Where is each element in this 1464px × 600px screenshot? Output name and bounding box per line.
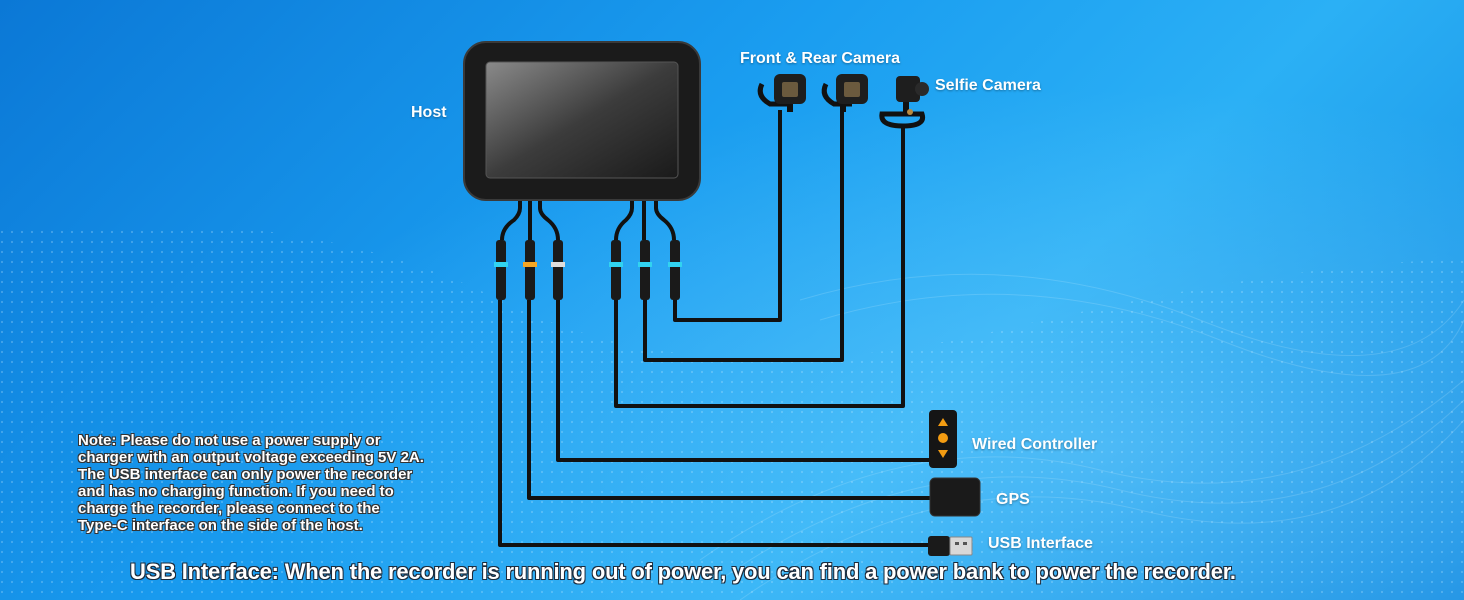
cable-rear (643, 110, 844, 362)
usb-interface-label: USB Interface (988, 535, 1093, 552)
note-line: and has no charging function. If you nee… (78, 483, 394, 500)
cable-controller-tail (538, 196, 560, 241)
cable-front (673, 110, 782, 322)
gps-module (929, 477, 981, 517)
cable-usb (498, 300, 930, 547)
power-note: Note: Please do not use a power supply o… (78, 432, 468, 534)
note-line: Type-C interface on the side of the host… (78, 517, 363, 534)
front-camera (757, 74, 806, 112)
connector-controller (551, 240, 565, 300)
cable-selfie (614, 128, 905, 408)
cable-usb-tail (500, 196, 522, 241)
note-line: charge the recorder, please connect to t… (78, 500, 380, 517)
connector-usb (494, 240, 508, 300)
connector-gps (523, 240, 537, 300)
cable-front-tail (654, 196, 676, 241)
wired-controller-label: Wired Controller (972, 436, 1098, 453)
connector-rear (638, 240, 652, 300)
note-line: Note: Please do not use a power supply o… (78, 432, 381, 449)
rear-camera (821, 74, 868, 112)
background-dot-wave (0, 223, 1464, 600)
gps-label: GPS (996, 491, 1030, 508)
host-monitor (463, 41, 701, 201)
cable-controller (556, 300, 930, 462)
connector-front (668, 240, 682, 300)
selfie-camera (879, 76, 929, 129)
wired-controller (929, 410, 957, 468)
cables (498, 110, 932, 547)
background-wave-lines (699, 273, 1464, 600)
usb-interface-caption: USB Interface: When the recorder is runn… (130, 559, 1236, 584)
connector-selfie (609, 240, 623, 300)
cable-selfie-tail (614, 196, 634, 241)
cable-gps (527, 300, 932, 500)
selfie-camera-label: Selfie Camera (935, 77, 1041, 94)
host-screen (485, 61, 679, 179)
note-line: The USB interface can only power the rec… (78, 466, 413, 483)
connectors (494, 240, 682, 300)
usb-plug (928, 536, 973, 556)
host-label: Host (411, 104, 447, 121)
front-rear-camera-label: Front & Rear Camera (740, 50, 901, 67)
note-line: charger with an output voltage exceeding… (78, 449, 424, 466)
